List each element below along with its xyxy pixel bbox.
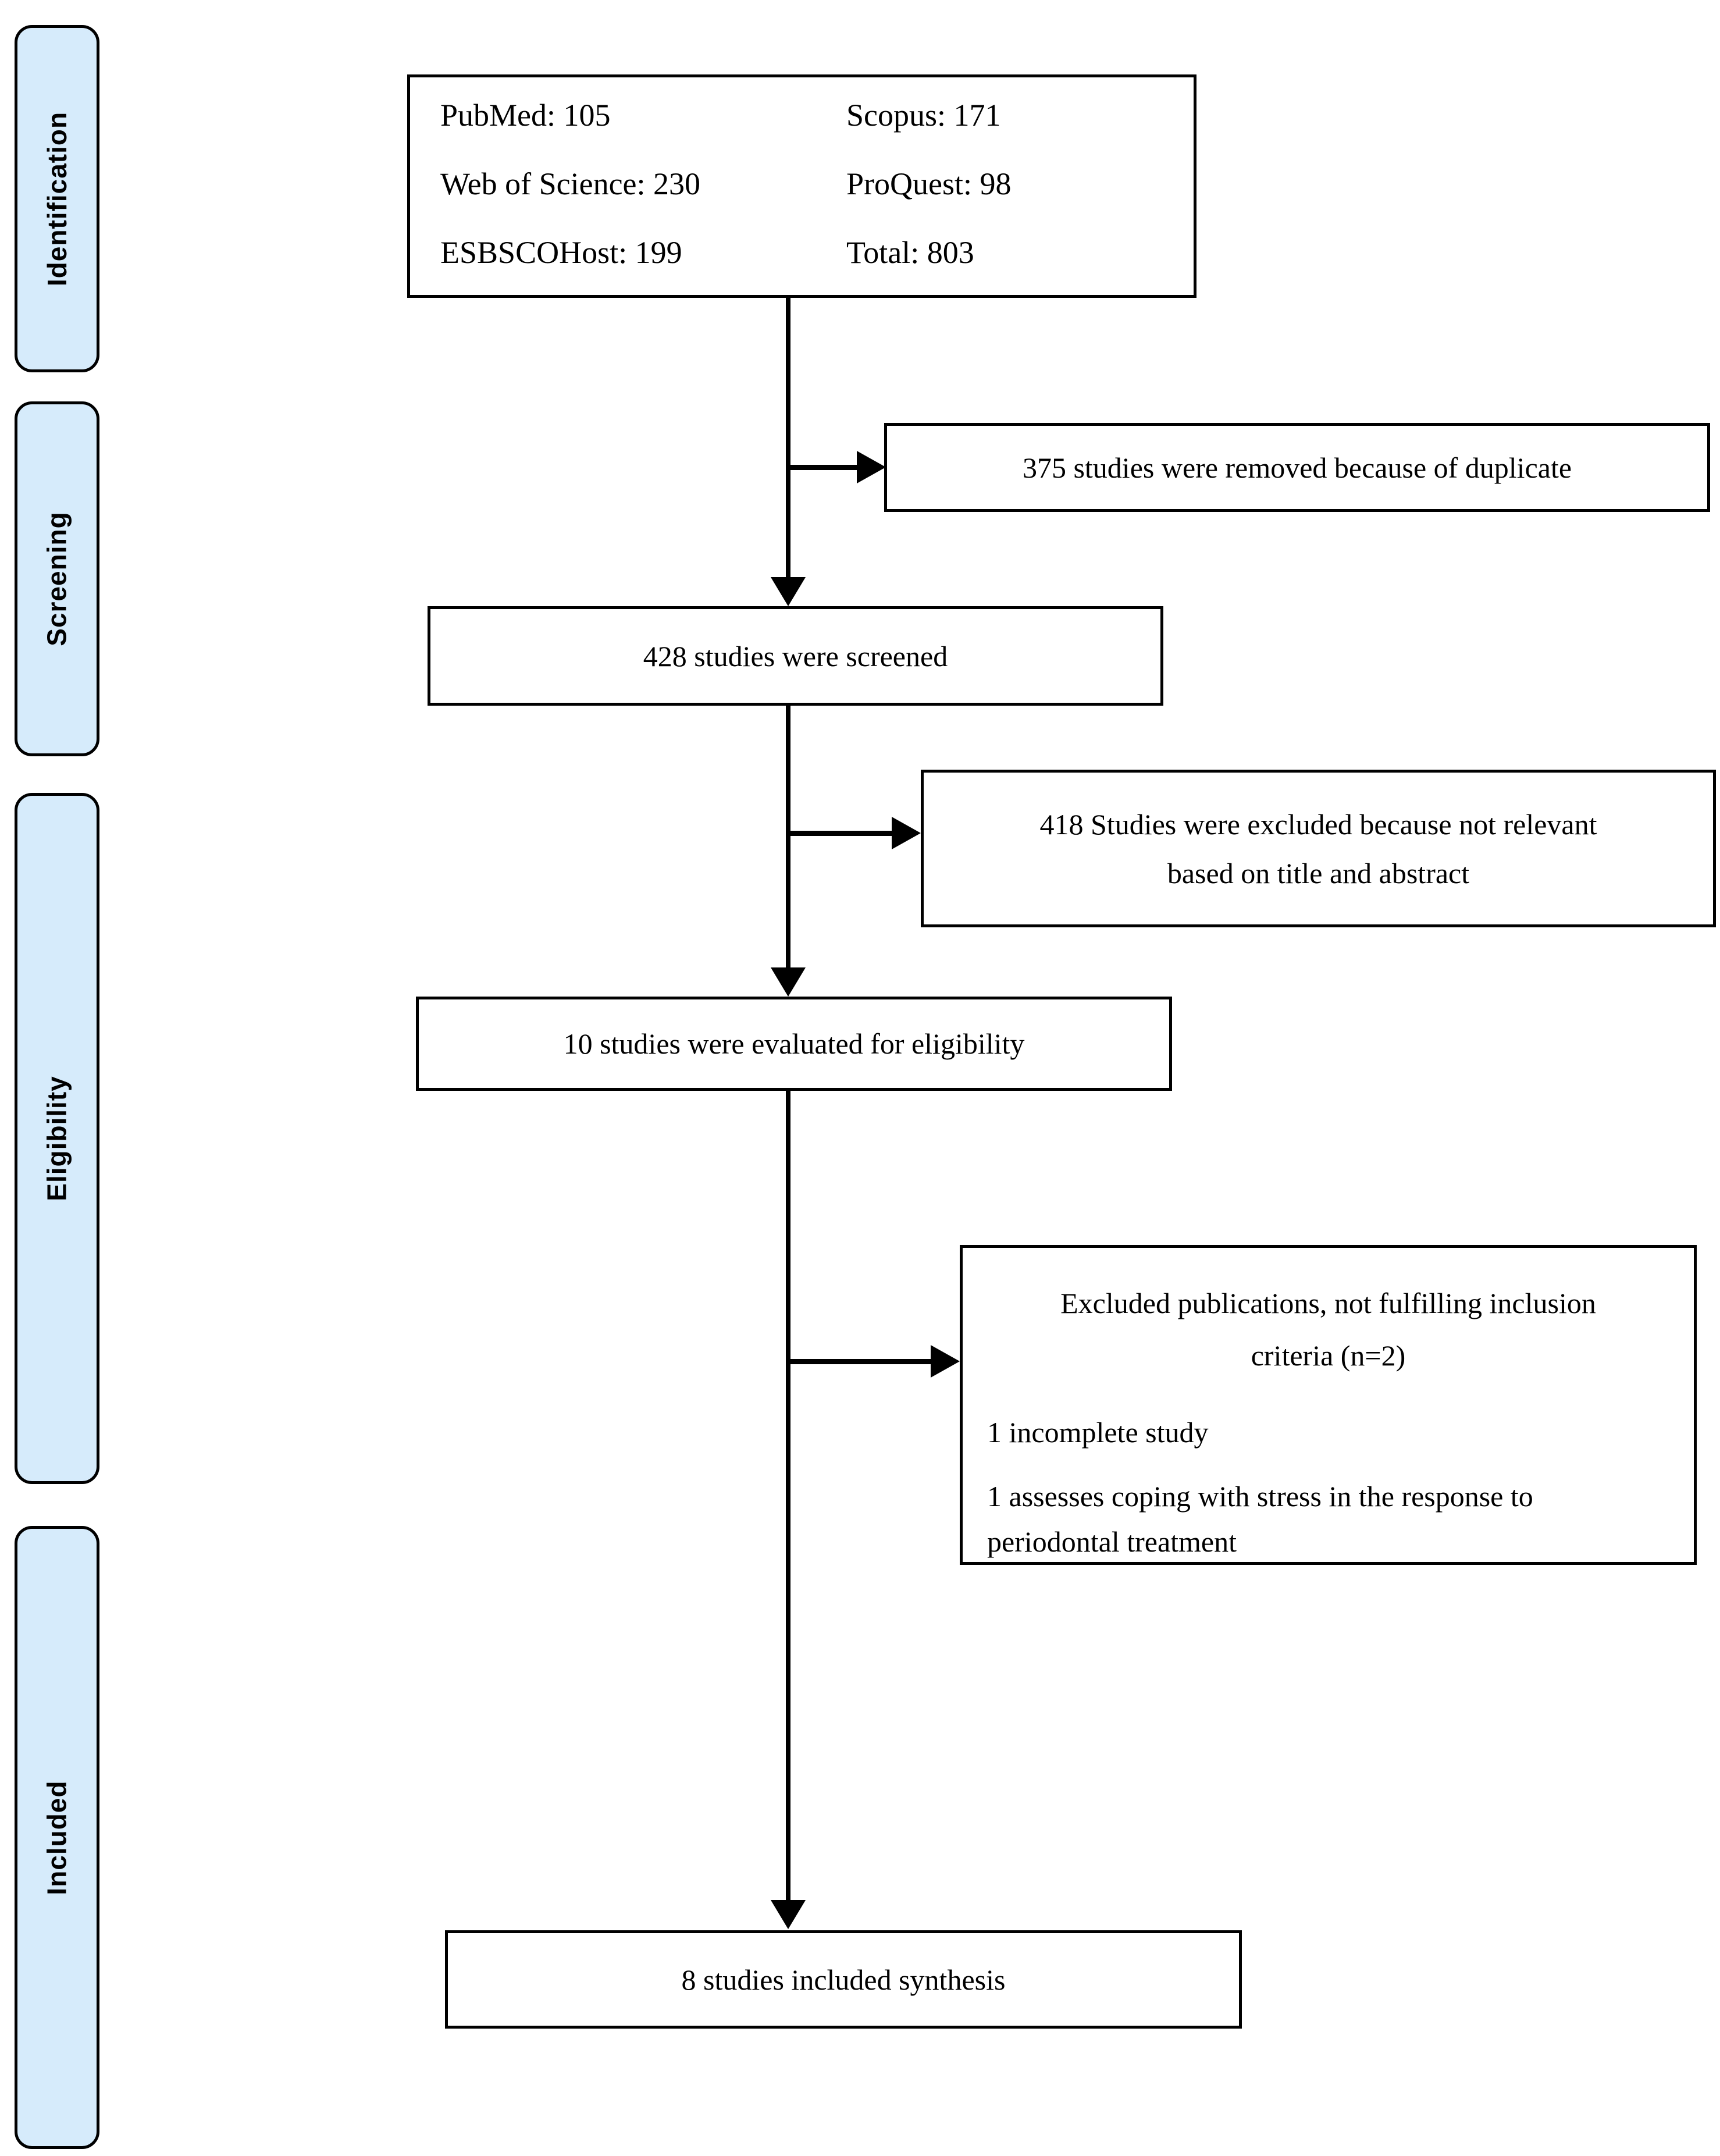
evaluated-eligibility-text: 10 studies were evaluated for eligibilit… xyxy=(563,1027,1025,1060)
sources-box: PubMed: 105 Scopus: 171 Web of Science: … xyxy=(407,74,1196,298)
duplicates-removed-box: 375 studies were removed because of dupl… xyxy=(884,423,1710,512)
excluded-not-relevant-box: 418 Studies were excluded because not re… xyxy=(921,770,1716,927)
connector-screened-to-eligibility xyxy=(786,706,790,969)
duplicates-removed-text: 375 studies were removed because of dupl… xyxy=(1022,451,1572,484)
stage-screening-label: Screening xyxy=(42,511,73,646)
connector-branch-not-relevant xyxy=(788,831,893,836)
stage-included: Included xyxy=(15,1526,99,2149)
sources-row-1: PubMed: 105 Scopus: 171 xyxy=(440,99,1194,131)
excluded-not-relevant-line1: 418 Studies were excluded because not re… xyxy=(1039,807,1597,841)
sources-row-3: ESBSCOHost: 199 Total: 803 xyxy=(440,237,1194,268)
stage-identification-label: Identification xyxy=(42,111,73,286)
excluded-item-coping-stress-line2: periodontal treatment xyxy=(987,1525,1237,1558)
excluded-item-coping-stress-line1: 1 assesses coping with stress in the res… xyxy=(987,1480,1533,1513)
arrow-right-icon xyxy=(857,451,886,483)
arrow-down-icon xyxy=(771,577,806,606)
source-total: Total: 803 xyxy=(846,235,974,270)
included-synthesis-box: 8 studies included synthesis xyxy=(445,1930,1242,2029)
source-ebscohost: ESBSCOHost: 199 xyxy=(440,235,682,270)
stage-screening: Screening xyxy=(15,401,99,756)
included-synthesis-text: 8 studies included synthesis xyxy=(681,1963,1006,1996)
stage-identification: Identification xyxy=(15,25,99,372)
connector-branch-duplicates xyxy=(788,465,858,470)
connector-branch-excluded-publications xyxy=(788,1359,932,1364)
sources-row-2: Web of Science: 230 ProQuest: 98 xyxy=(440,168,1194,200)
excluded-item-coping-stress: 1 assesses coping with stress in the res… xyxy=(987,1474,1669,1562)
excluded-publications-heading: Excluded publications, not fulfilling in… xyxy=(987,1277,1669,1382)
excluded-publications-heading-line2: criteria (n=2) xyxy=(1251,1339,1406,1372)
source-scopus: Scopus: 171 xyxy=(846,98,1001,133)
source-web-of-science: Web of Science: 230 xyxy=(440,166,701,201)
stage-eligibility: Eligibility xyxy=(15,793,99,1484)
arrow-down-icon xyxy=(771,1900,806,1929)
excluded-publications-box: Excluded publications, not fulfilling in… xyxy=(960,1245,1697,1565)
arrow-right-icon xyxy=(892,817,921,849)
excluded-publications-heading-line1: Excluded publications, not fulfilling in… xyxy=(1060,1287,1596,1319)
stage-eligibility-label: Eligibility xyxy=(42,1076,72,1201)
connector-eligibility-to-included xyxy=(786,1091,790,1901)
excluded-not-relevant-line2: based on title and abstract xyxy=(1167,856,1470,890)
screened-text: 428 studies were screened xyxy=(643,639,948,673)
excluded-item-incomplete-study: 1 incomplete study xyxy=(987,1416,1209,1449)
arrow-right-icon xyxy=(931,1345,960,1378)
stage-included-label: Included xyxy=(42,1780,72,1895)
screened-box: 428 studies were screened xyxy=(428,606,1163,706)
source-proquest: ProQuest: 98 xyxy=(846,166,1012,201)
source-pubmed: PubMed: 105 xyxy=(440,98,611,133)
arrow-down-icon xyxy=(771,967,806,997)
evaluated-eligibility-box: 10 studies were evaluated for eligibilit… xyxy=(416,997,1172,1091)
connector-sources-to-screened xyxy=(786,298,790,577)
